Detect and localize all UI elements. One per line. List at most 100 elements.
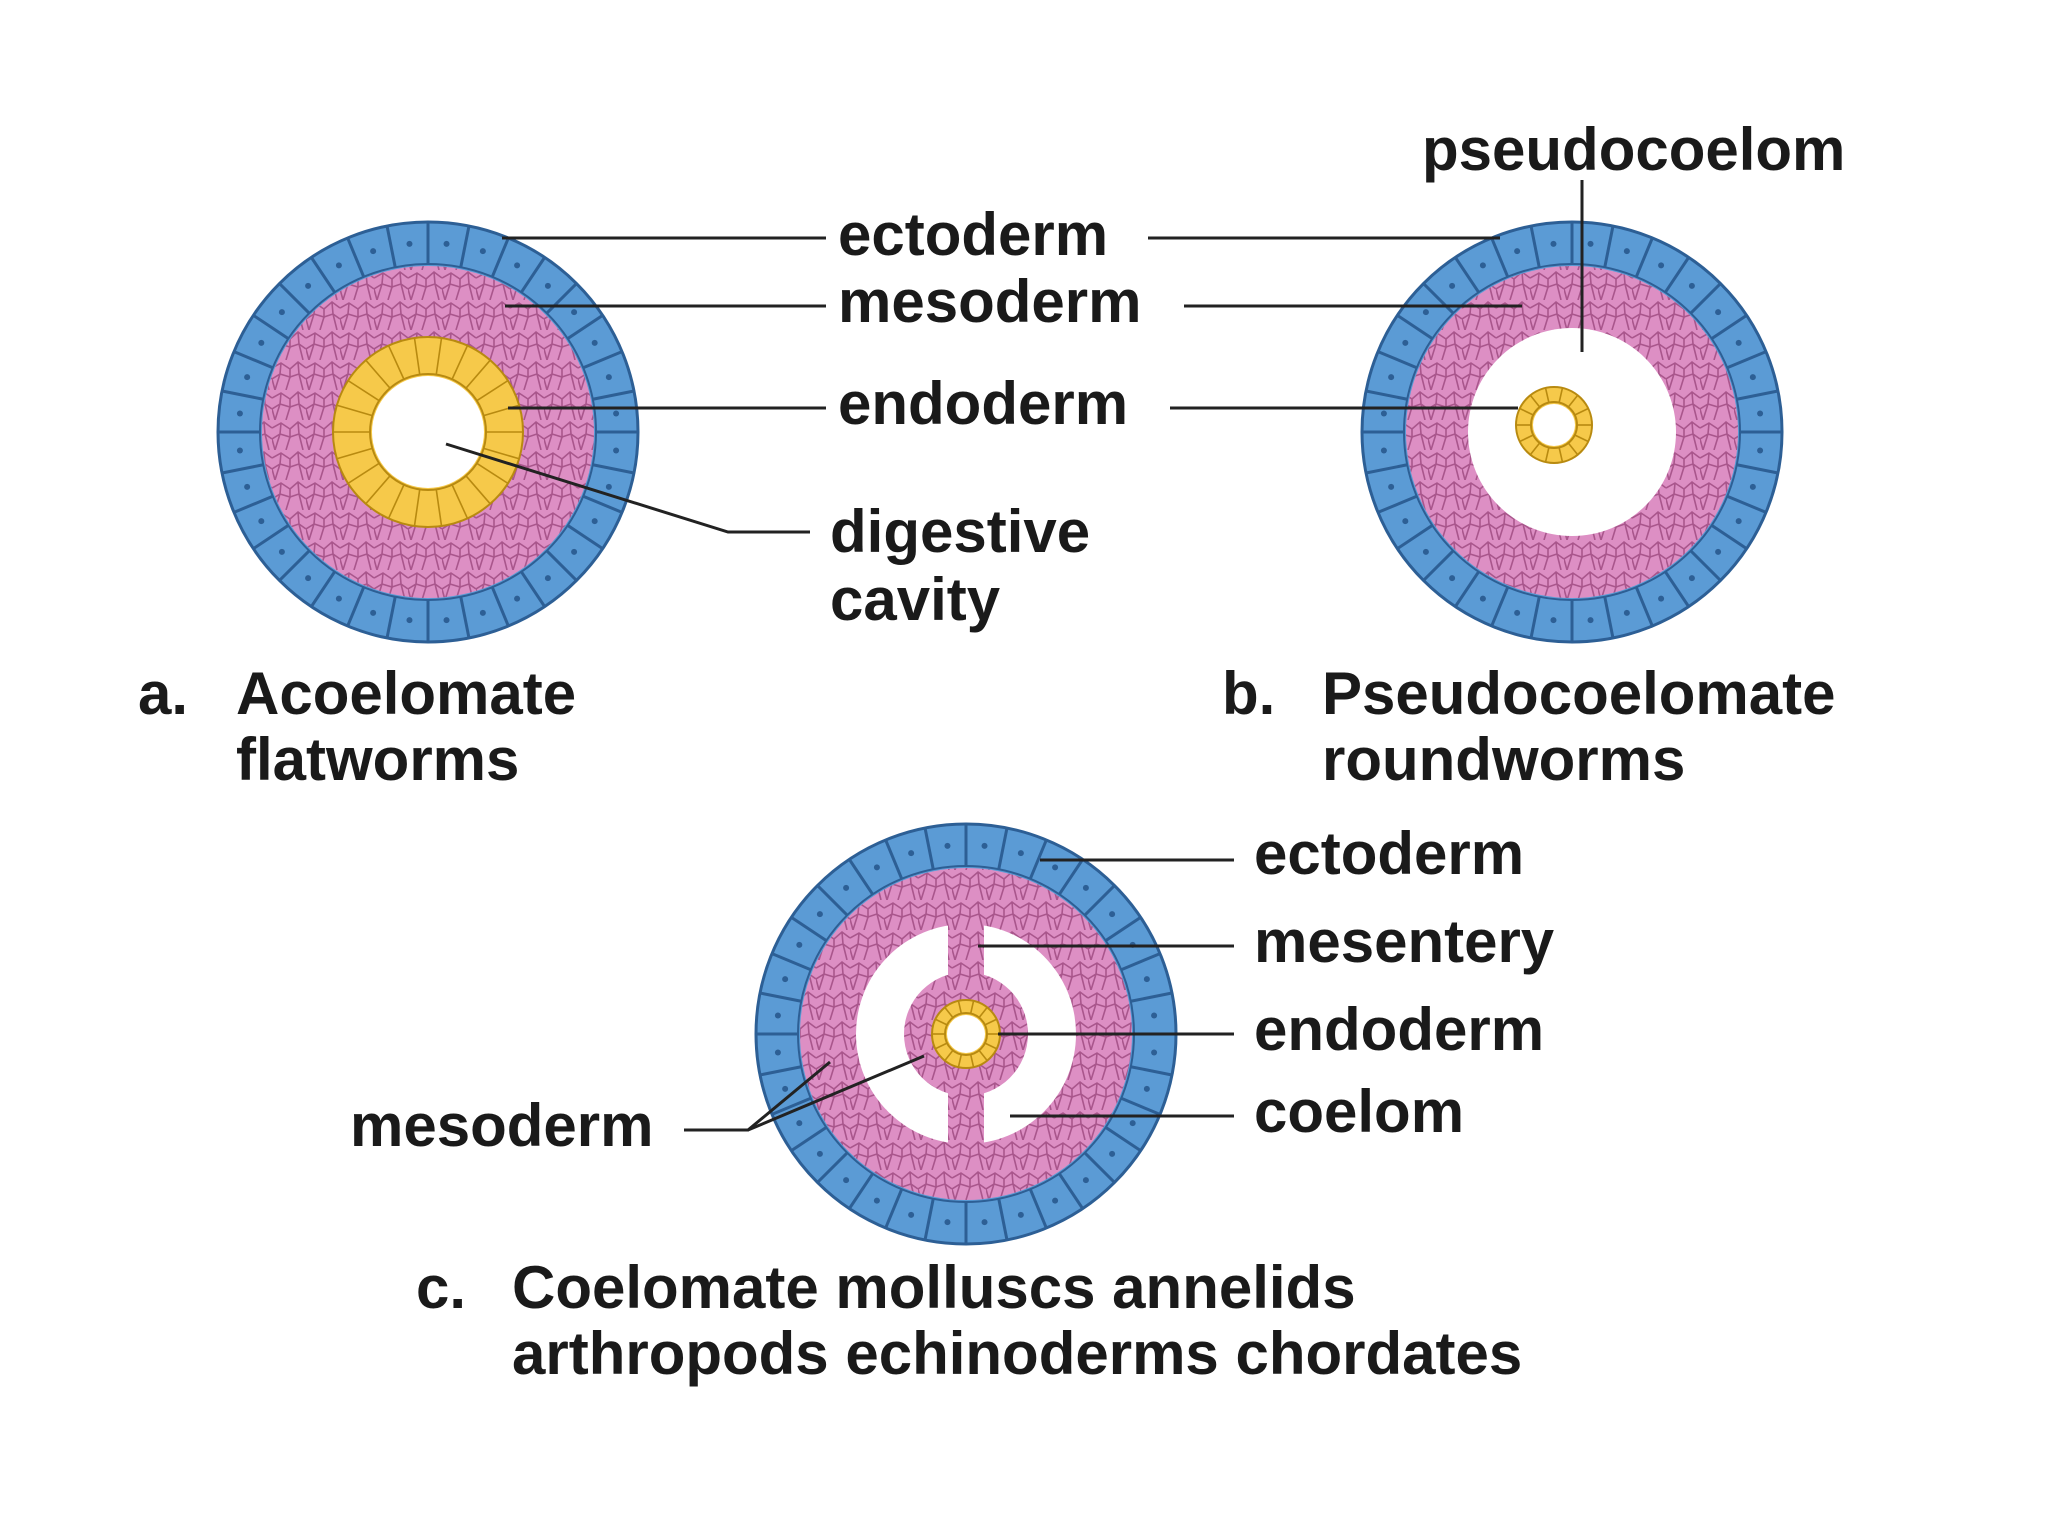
cell-nucleus xyxy=(605,374,612,381)
cell-nucleus xyxy=(981,1219,988,1226)
cell-nucleus xyxy=(571,548,578,555)
cell-boundary xyxy=(790,1126,828,1152)
cell-boundary xyxy=(1104,916,1142,942)
cell-boundary xyxy=(545,282,578,315)
cell-boundary xyxy=(1519,407,1534,416)
cell-boundary xyxy=(1130,1065,1173,1077)
cell-boundary xyxy=(935,1018,948,1026)
cell-boundary xyxy=(1490,237,1510,278)
cell-boundary xyxy=(771,1096,812,1116)
cell-boundary xyxy=(1529,596,1541,639)
cell-boundary xyxy=(233,494,274,514)
cell-boundary xyxy=(1689,282,1722,315)
cell-nucleus xyxy=(406,617,413,624)
cell-boundary xyxy=(1726,494,1767,514)
cell-boundary xyxy=(1120,952,1161,972)
cell-nucleus xyxy=(443,240,450,247)
cell-boundary xyxy=(490,237,510,278)
cell-nucleus xyxy=(1129,1120,1136,1127)
cell-boundary xyxy=(1736,389,1779,401)
cell-boundary xyxy=(944,1049,954,1062)
cell-nucleus xyxy=(816,911,823,918)
cell-boundary xyxy=(387,345,405,380)
cell-boundary xyxy=(1028,839,1048,880)
cell-boundary xyxy=(365,475,391,505)
cell-nucleus xyxy=(1735,518,1742,525)
cell-nucleus xyxy=(1688,575,1695,582)
inner-boundary xyxy=(1530,401,1578,449)
cell-boundary xyxy=(978,1006,988,1019)
cell-boundary xyxy=(1130,991,1173,1003)
cell-boundary xyxy=(520,570,546,608)
cell-nucleus xyxy=(796,941,803,948)
cell-boundary xyxy=(435,337,443,375)
cell-boundary xyxy=(435,489,443,527)
cell-boundary xyxy=(1664,570,1690,608)
panel-a-title-line1: Acoelomate xyxy=(236,660,576,727)
cell-nucleus xyxy=(843,884,850,891)
cell-nucleus xyxy=(1449,575,1456,582)
cell-boundary xyxy=(387,484,405,519)
cell-boundary xyxy=(1120,1096,1161,1116)
cell-boundary xyxy=(1529,442,1541,456)
inner-boundary xyxy=(944,1012,988,1056)
cell-boundary xyxy=(278,549,311,582)
cell-nucleus xyxy=(1109,911,1116,918)
cell-boundary xyxy=(465,359,491,389)
cell-boundary xyxy=(347,379,380,402)
cell-boundary xyxy=(1396,524,1434,550)
cell-nucleus xyxy=(1479,595,1486,602)
label-digestive-cavity-line1: digestive xyxy=(830,498,1090,565)
cell-nucleus xyxy=(1143,976,1150,983)
cell-nucleus xyxy=(944,1219,951,1226)
cell-nucleus xyxy=(1715,309,1722,316)
cell-nucleus xyxy=(1052,1197,1059,1204)
cell-nucleus xyxy=(816,1150,823,1157)
cell-nucleus xyxy=(1388,374,1395,381)
cell-nucleus xyxy=(1017,850,1024,857)
cell-nucleus xyxy=(370,609,377,616)
cell-nucleus xyxy=(335,262,342,269)
cell-boundary xyxy=(582,350,623,370)
cell-nucleus xyxy=(1380,410,1387,417)
cell-boundary xyxy=(848,1172,874,1210)
cell-boundary xyxy=(816,1151,849,1184)
cell-boundary xyxy=(1710,314,1748,340)
cell-nucleus xyxy=(1550,240,1557,247)
panel-a-acoelomate: ectoderm mesoderm endoderm digestive cav… xyxy=(138,201,1141,793)
cell-boundary xyxy=(1083,884,1116,917)
cell-boundary xyxy=(969,1054,975,1068)
cell-nucleus xyxy=(1514,248,1521,255)
cell-boundary xyxy=(221,389,264,401)
cell-boundary xyxy=(759,991,802,1003)
panel-a-letter: a. xyxy=(138,660,188,727)
cell-nucleus xyxy=(1715,548,1722,555)
cell-boundary xyxy=(346,237,366,278)
cell-boundary xyxy=(476,379,509,402)
cell-nucleus xyxy=(1514,609,1521,616)
cell-nucleus xyxy=(1587,240,1594,247)
cell-boundary xyxy=(365,359,391,389)
cell-nucleus xyxy=(1749,374,1756,381)
cell-nucleus xyxy=(305,282,312,289)
cell-boundary xyxy=(1567,394,1579,408)
cell-nucleus xyxy=(1749,483,1756,490)
cell-boundary xyxy=(984,1018,997,1026)
label-endoderm-a: endoderm xyxy=(838,370,1128,437)
cell-nucleus xyxy=(981,842,988,849)
cell-boundary xyxy=(1710,524,1748,550)
cell-boundary xyxy=(1664,256,1690,294)
cell-boundary xyxy=(1634,237,1654,278)
cell-boundary xyxy=(413,489,421,527)
cell-nucleus xyxy=(244,374,251,381)
cell-nucleus xyxy=(278,548,285,555)
cell-nucleus xyxy=(1388,483,1395,490)
cell-nucleus xyxy=(335,595,342,602)
cell-nucleus xyxy=(514,262,521,269)
label-digestive-cavity-line2: cavity xyxy=(830,566,1001,633)
cell-nucleus xyxy=(774,1012,781,1019)
cell-nucleus xyxy=(1623,248,1630,255)
cell-nucleus xyxy=(1479,262,1486,269)
cell-boundary xyxy=(1529,225,1541,268)
cell-boundary xyxy=(1083,1151,1116,1184)
